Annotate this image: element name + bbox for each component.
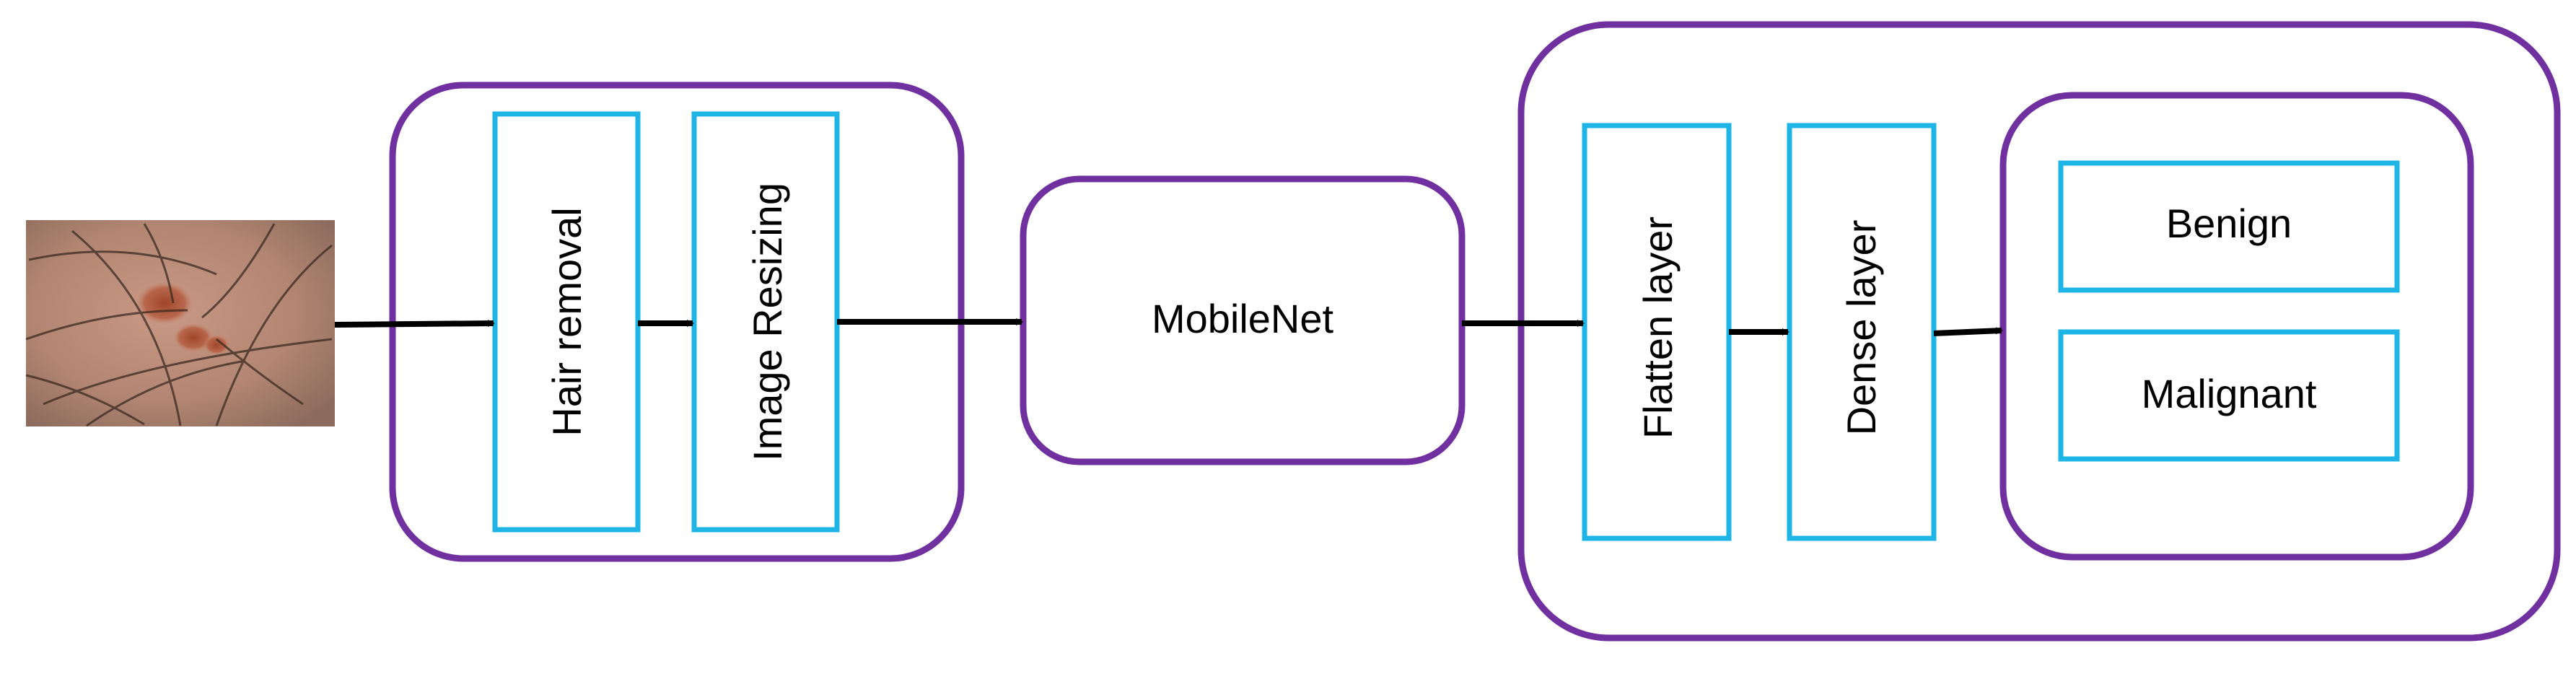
flatten-layer-label: Flatten layer (1635, 216, 1681, 439)
malignant-box (2058, 329, 2400, 462)
output-group (1999, 92, 2474, 561)
arrows (334, 318, 2003, 336)
hair-strands (25, 223, 333, 427)
arrow-dense-layer-to-output (1933, 327, 2003, 336)
classifier-group (1517, 21, 2561, 642)
image-resizing-label: Image Resizing (745, 183, 790, 461)
arrow-image-to-hair-removal (334, 320, 495, 328)
hair-removal-label: Hair removal (544, 207, 590, 436)
benign-box (2058, 160, 2400, 293)
dense-layer-label: Dense layer (1839, 220, 1884, 436)
malignant-label: Malignant (2142, 371, 2317, 416)
input-skin-image (25, 220, 335, 427)
benign-label: Benign (2166, 201, 2292, 246)
mobilenet-label: MobileNet (1152, 296, 1334, 341)
